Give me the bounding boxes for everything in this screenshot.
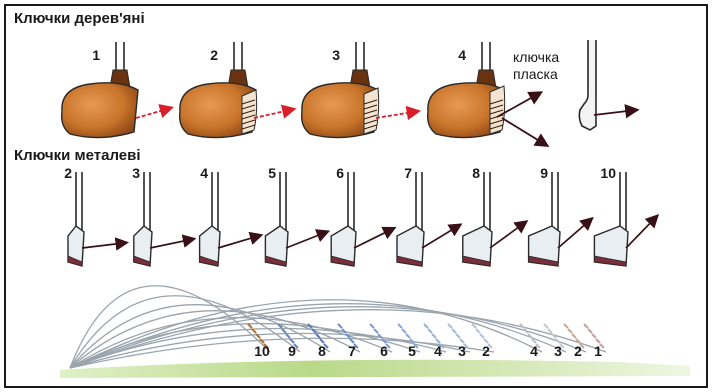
iron-clubs-row: 2 3 4 5 6 7 8 9 10 [64,165,656,266]
loft-arrow [376,111,417,118]
iron-club-number: 5 [268,165,276,181]
wood-club-1: 1 [62,42,171,138]
iron-club-number: 4 [200,165,208,181]
club-shaft [416,172,422,232]
loft-arrow [254,109,293,118]
club-shaft [76,172,82,232]
iron-club-6: 6 [331,165,393,266]
iron-club-number: 2 [64,165,72,181]
landing-label: 5 [408,343,416,359]
iron-club-number: 6 [336,165,344,181]
landing-label: 6 [380,343,388,359]
landing-label: 4 [530,343,538,359]
landing-label: 9 [288,343,296,359]
loft-arrow [354,228,393,248]
iron-club-7: 7 [397,165,460,266]
wood-club-number: 1 [92,47,100,63]
iron-club-number: 8 [472,165,480,181]
putter-club [579,40,636,130]
wood-club-3: 3 [302,42,418,138]
landing-label: 3 [554,343,562,359]
wood-head [62,83,138,138]
putter-arrow [594,110,636,115]
iron-club-5: 5 [265,165,327,266]
wood-clubs-row: 1 2 3 4 [62,42,547,145]
iron-club-8: 8 [463,165,526,266]
landing-label: 1 [594,343,602,359]
wood-club-number: 3 [332,47,340,63]
landing-label: 4 [434,343,442,359]
putter-label-line2: пласка [513,66,558,82]
club-shaft [280,172,286,232]
club-shaft [552,172,558,232]
ground-strip [60,360,690,378]
club-shaft [620,172,626,232]
wood-club-number: 2 [210,47,218,63]
wood-club-2: 2 [180,42,293,138]
landing-label: 3 [458,343,466,359]
iron-club-number: 3 [132,165,140,181]
loft-arrow [150,239,193,248]
loft-arrow [136,108,171,118]
iron-club-10: 10 [594,165,656,266]
landing-label: 2 [574,343,582,359]
iron-club-2: 2 [64,165,125,266]
club-shaft [212,172,218,232]
loft-arrow [82,243,126,248]
ball-trajectories [70,286,606,368]
club-shaft [484,172,490,232]
wood-club-number: 4 [458,47,466,63]
club-shaft [144,172,150,232]
loft-arrow [422,225,460,248]
landing-label: 2 [482,343,490,359]
loft-arrow [502,118,546,145]
loft-arrow [558,219,591,248]
landing-label: 7 [348,343,356,359]
landing-label: 8 [318,343,326,359]
iron-club-3: 3 [132,165,193,266]
loft-arrow [490,222,526,248]
iron-club-number: 7 [404,165,412,181]
loft-arrow [218,235,260,248]
putter-label-line1: ключка [513,49,559,65]
iron-club-number: 9 [540,165,548,181]
iron-club-9: 9 [529,165,592,266]
iron-club-number: 10 [600,165,616,181]
club-shaft [348,172,354,232]
iron-club-4: 4 [200,165,261,266]
landing-label: 10 [254,343,270,359]
loft-arrow [626,216,657,248]
loft-arrow [286,232,327,248]
